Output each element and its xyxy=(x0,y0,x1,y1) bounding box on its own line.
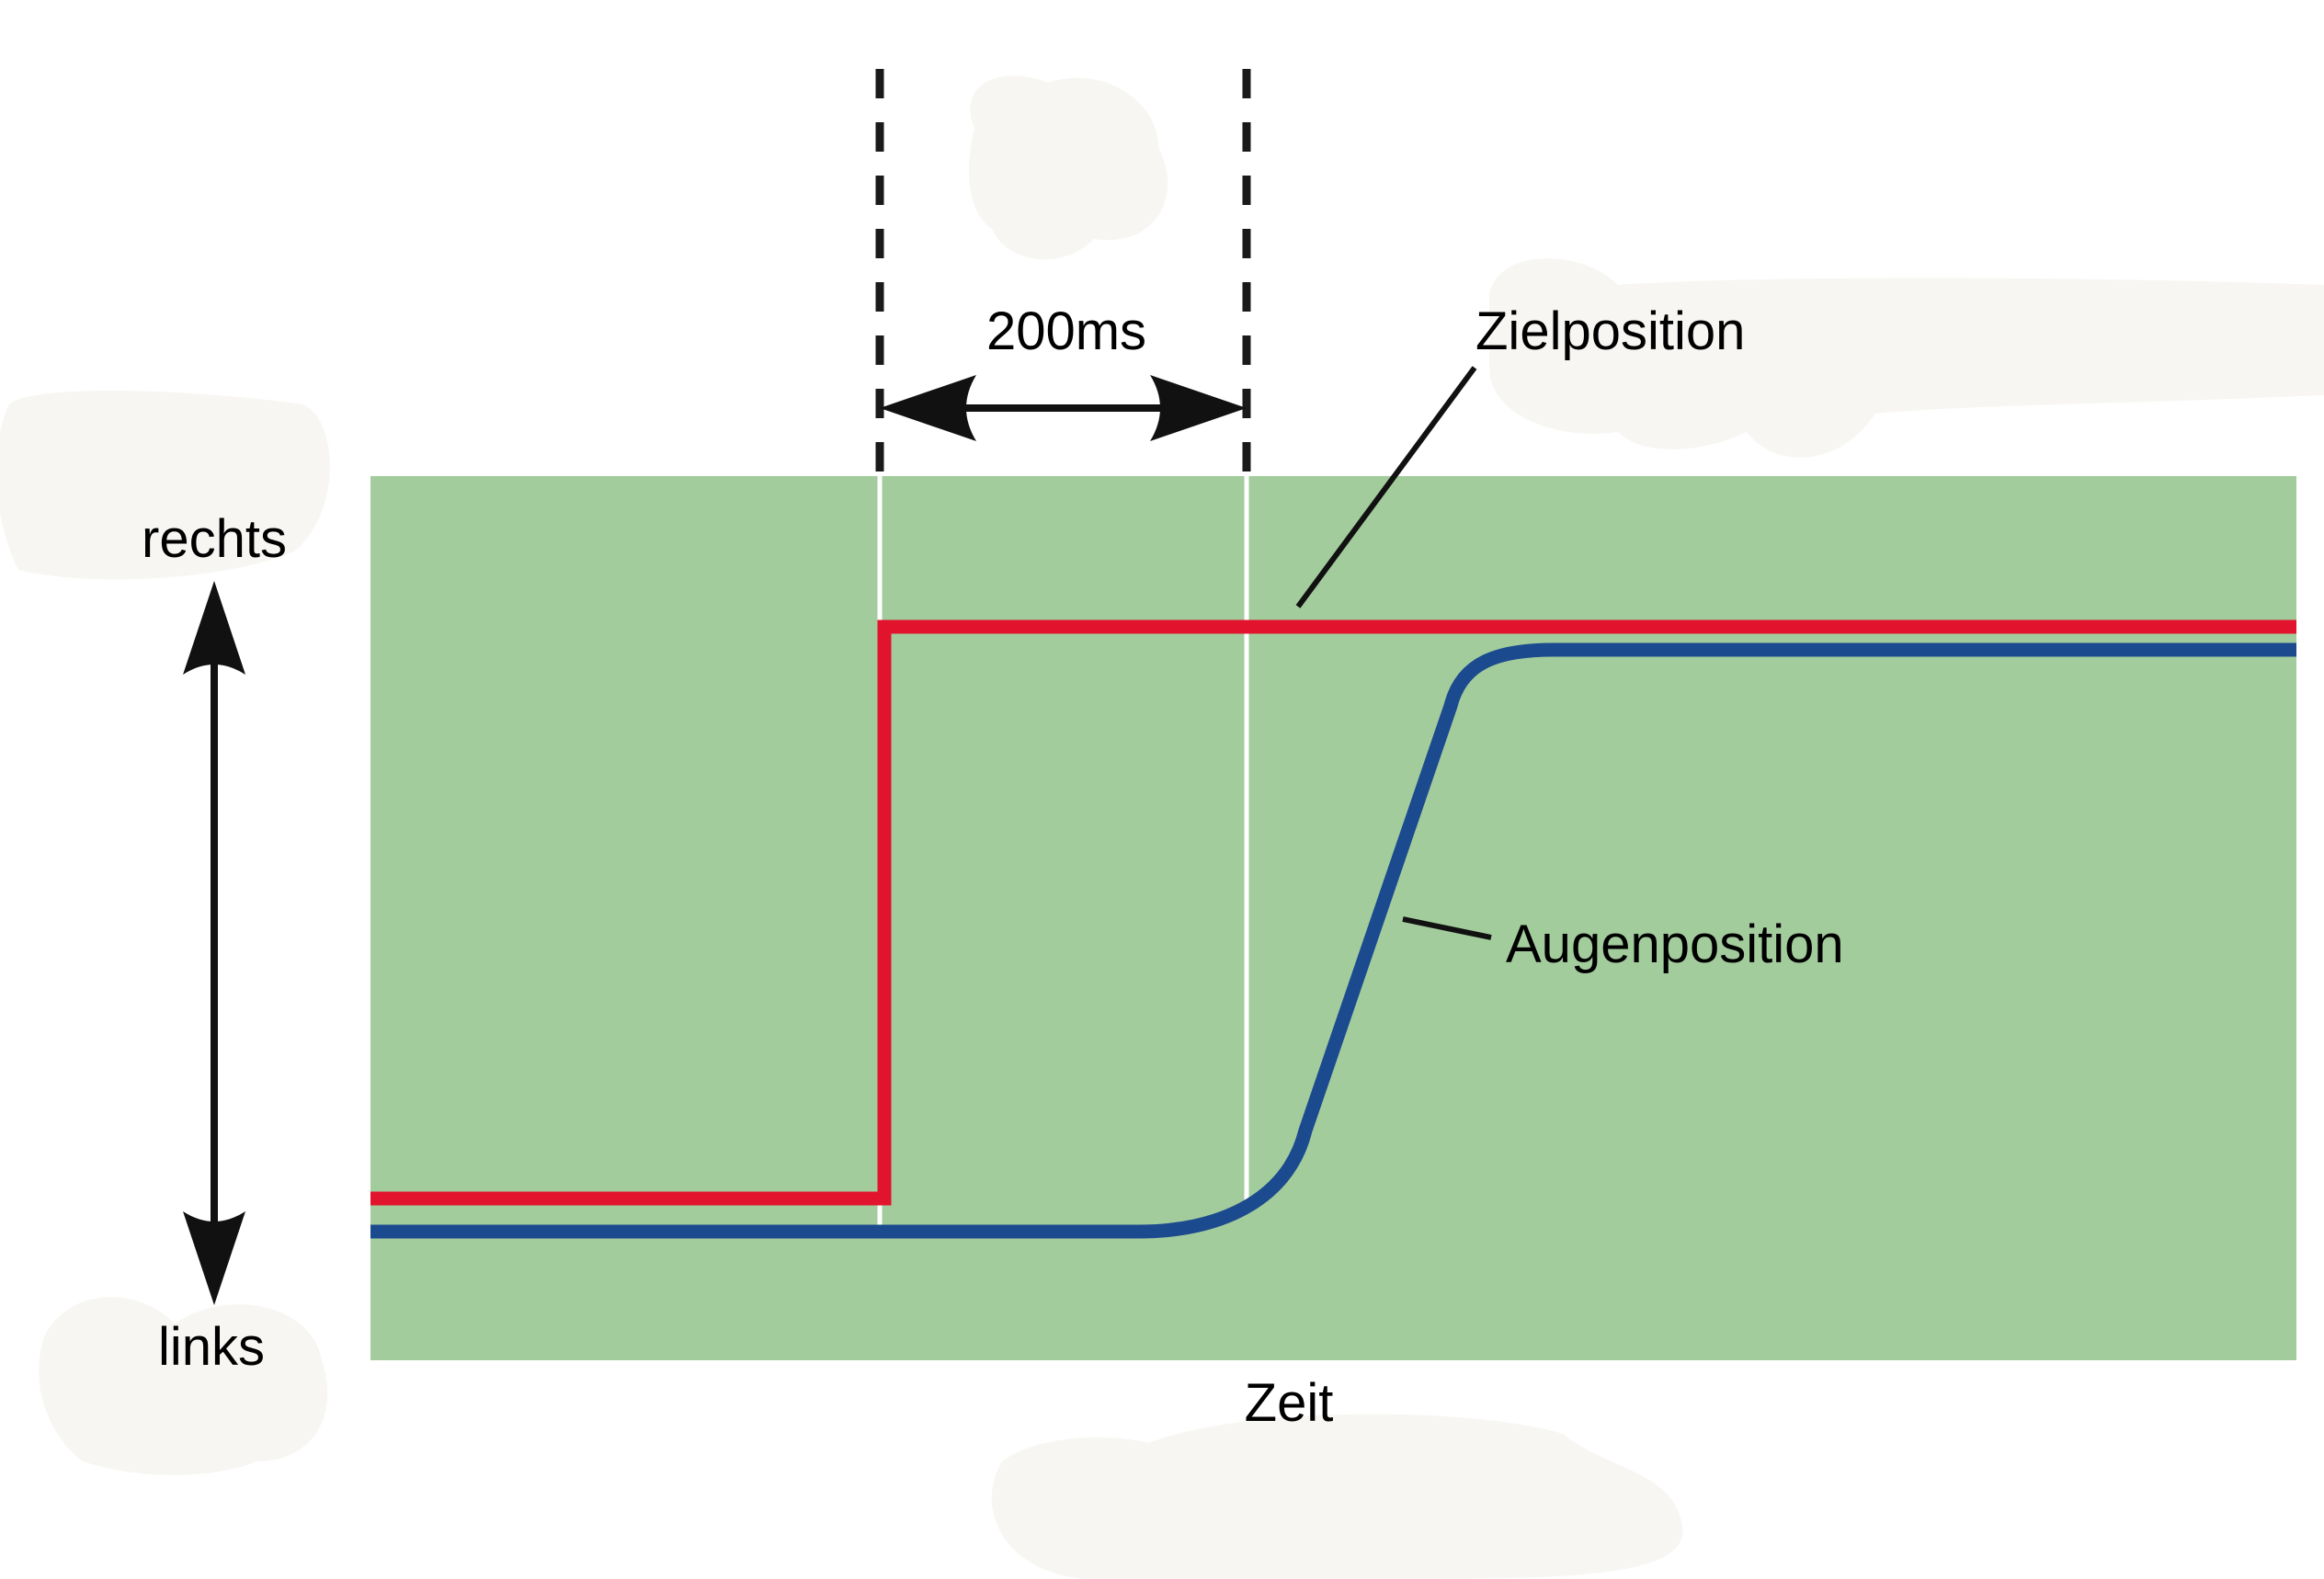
arrowhead-left-icon xyxy=(880,375,976,441)
time-axis-label: Zeit xyxy=(1245,1373,1334,1433)
arrowhead-right-icon xyxy=(1150,375,1247,441)
right-direction-label: rechts xyxy=(142,509,287,569)
smudge-bottom xyxy=(991,1414,1683,1579)
smudge-right xyxy=(1489,258,2324,458)
target-leader-line xyxy=(1295,366,1477,608)
target-label: Zielposition xyxy=(1475,301,1745,361)
background-smudges xyxy=(0,75,2324,1579)
target-position-line xyxy=(370,619,2296,1206)
interval-label: 200ms xyxy=(986,301,1146,361)
interval-arrow xyxy=(880,375,1247,441)
left-direction-label: links xyxy=(158,1317,265,1377)
smudge-left xyxy=(0,391,330,580)
eye-label: Augenposition xyxy=(1506,914,1844,974)
eye-position-line xyxy=(370,642,2296,1239)
position-axis-arrow xyxy=(183,581,245,1305)
arrowhead-up-icon xyxy=(183,581,245,675)
arrowhead-down-icon xyxy=(183,1211,245,1305)
smudge-bottom-left xyxy=(39,1297,328,1475)
smudge-top xyxy=(969,75,1168,260)
eye-leader-line xyxy=(1402,916,1492,940)
